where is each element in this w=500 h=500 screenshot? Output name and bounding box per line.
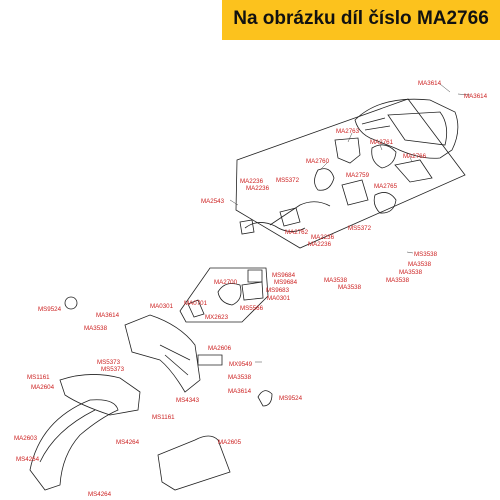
part-label: MS4264: [16, 456, 40, 463]
part-label: MA2762: [285, 229, 309, 236]
part-label: MA2236: [311, 234, 335, 241]
part-label: MS9684: [272, 272, 296, 279]
part-label: MA3538: [338, 284, 362, 291]
socket-ma2760-drawing: [314, 168, 335, 191]
banner-title: Na obrázku díl číslo MA2766: [233, 8, 489, 29]
part-label: MA3538: [408, 261, 432, 268]
part-label: MA3614: [228, 388, 252, 395]
part-label: MA2605: [218, 439, 242, 446]
connector-ma2759-drawing: [341, 179, 369, 206]
part-label: MA2606: [208, 345, 232, 352]
bracket-ma9549-drawing: [197, 354, 223, 366]
part-label: MA2236: [240, 178, 264, 185]
part-label: MA3538: [324, 277, 348, 284]
part-label: MX2623: [205, 314, 229, 321]
plate-ma2604-drawing: [59, 374, 141, 416]
part-label: MS4264: [88, 491, 112, 498]
mirror-ma2700-drawing: [217, 283, 242, 306]
part-label: MA3538: [386, 277, 410, 284]
part-label: MS5372: [276, 177, 300, 184]
reflector-ma2761-drawing: [371, 144, 397, 169]
part-label: MA2603: [14, 435, 38, 442]
part-label: MA2236: [246, 185, 270, 192]
part-label: MS3538: [414, 251, 438, 258]
part-label: MA3614: [464, 93, 488, 100]
part-label: MS9524: [38, 306, 62, 313]
part-label: MA2604: [31, 384, 55, 391]
reflector-ms9524-drawing: [257, 390, 273, 407]
part-label: MA3538: [399, 269, 423, 276]
part-label: MS9684: [274, 279, 298, 286]
part-label: MA3538: [228, 374, 252, 381]
part-label: MS5373: [101, 366, 125, 373]
part-label: MS1161: [152, 414, 175, 421]
mirror-ma0301-drawing: [241, 281, 264, 301]
part-label: MA2759: [346, 172, 370, 179]
part-label: MA3614: [418, 80, 442, 87]
part-label: MS5373: [97, 359, 121, 366]
part-label: MA2700: [214, 279, 238, 286]
part-label: MS5566: [240, 305, 264, 312]
headlight-housing-drawing: [354, 98, 459, 159]
part-label: MA3538: [84, 325, 108, 332]
part-label: MA2760: [306, 158, 330, 165]
reflector-ma2765-drawing: [373, 192, 397, 214]
headlight-group-outline: [235, 98, 466, 249]
part-label: MA2543: [201, 198, 225, 205]
part-label: MS4343: [176, 397, 200, 404]
part-label: MA2763: [336, 128, 360, 135]
part-label: MA0301: [267, 295, 291, 302]
part-label: MA3614: [96, 312, 120, 319]
part-label: MA0701: [184, 300, 208, 307]
part-label: MS5372: [348, 225, 372, 232]
nut-ms9524-drawing: [64, 296, 78, 310]
part-label: MA2236: [308, 241, 332, 248]
part-label: MA2765: [374, 183, 398, 190]
rear-mudguard-ma2606-drawing: [124, 314, 201, 393]
fender-ma2603-drawing: [29, 399, 119, 491]
part-label: MS1161: [27, 374, 50, 381]
cover-ma2605-drawing: [157, 435, 231, 491]
part-label: MS9683: [266, 287, 290, 294]
part-label: MA0301: [150, 303, 174, 310]
connector-ma2762-drawing: [279, 207, 301, 227]
part-label: MA2761: [370, 139, 394, 146]
part-label: MX9549: [229, 361, 253, 368]
part-label: MA2766: [403, 153, 427, 160]
part-label: MS4264: [116, 439, 140, 446]
part-label: MS9524: [279, 395, 303, 402]
bracket-ma2763-drawing: [334, 137, 361, 164]
part-number-banner: Na obrázku díl číslo MA2766: [222, 0, 500, 40]
mirror-group-outline: [179, 267, 269, 323]
